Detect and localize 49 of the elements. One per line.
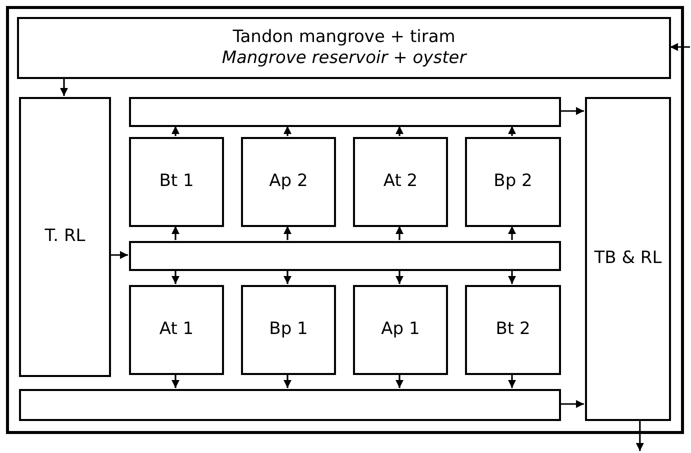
- pond-label: At 2: [383, 171, 418, 193]
- pond-label: Bt 1: [159, 171, 194, 193]
- arrow: [560, 107, 584, 115]
- arrow: [172, 226, 180, 240]
- arrow: [284, 374, 292, 388]
- channel-bar: [129, 241, 561, 271]
- arrow: [172, 270, 180, 284]
- outer-frame: [6, 6, 684, 434]
- pond-box: [465, 137, 561, 227]
- arrow: [508, 270, 516, 284]
- arrow: [560, 400, 584, 408]
- arrow: [284, 270, 292, 284]
- arrow: [396, 374, 404, 388]
- arrow: [396, 126, 404, 136]
- channel-bar: [19, 389, 561, 421]
- pond-subtitle: Mangrove reservoir + oyster: [222, 48, 466, 70]
- pond-box: [241, 137, 336, 227]
- pond-label: At 1: [159, 319, 194, 341]
- arrow: [508, 126, 516, 136]
- arrow: [396, 226, 404, 240]
- pond-box: [353, 137, 448, 227]
- pond-label: Tandon mangrove + tiram: [232, 26, 456, 48]
- pond-label: Bp 1: [269, 319, 308, 341]
- arrow: [60, 78, 68, 96]
- pond-label: T. RL: [44, 226, 86, 248]
- arrow: [396, 270, 404, 284]
- pond-label: Bp 2: [494, 171, 532, 193]
- pond-box: [129, 137, 224, 227]
- reservoir-band: [17, 17, 671, 79]
- arrow: [284, 126, 292, 136]
- pond-label: TB & RL: [594, 248, 662, 270]
- pond-label: Ap 2: [269, 171, 308, 193]
- pond-label: Ap 1: [381, 319, 420, 341]
- arrow: [284, 226, 292, 240]
- arrow: [670, 43, 690, 51]
- pond-label: Bt 2: [496, 319, 530, 341]
- pond-box: [465, 285, 561, 375]
- arrow: [508, 374, 516, 388]
- arrow: [172, 126, 180, 136]
- arrow: [110, 251, 128, 259]
- arrow: [508, 226, 516, 240]
- arrow: [636, 420, 644, 451]
- pond-box: [353, 285, 448, 375]
- pond-box: [129, 285, 224, 375]
- pond-column: [585, 97, 671, 421]
- pond-column: [19, 97, 111, 377]
- arrow: [172, 374, 180, 388]
- channel-bar: [129, 97, 561, 127]
- pond-box: [241, 285, 336, 375]
